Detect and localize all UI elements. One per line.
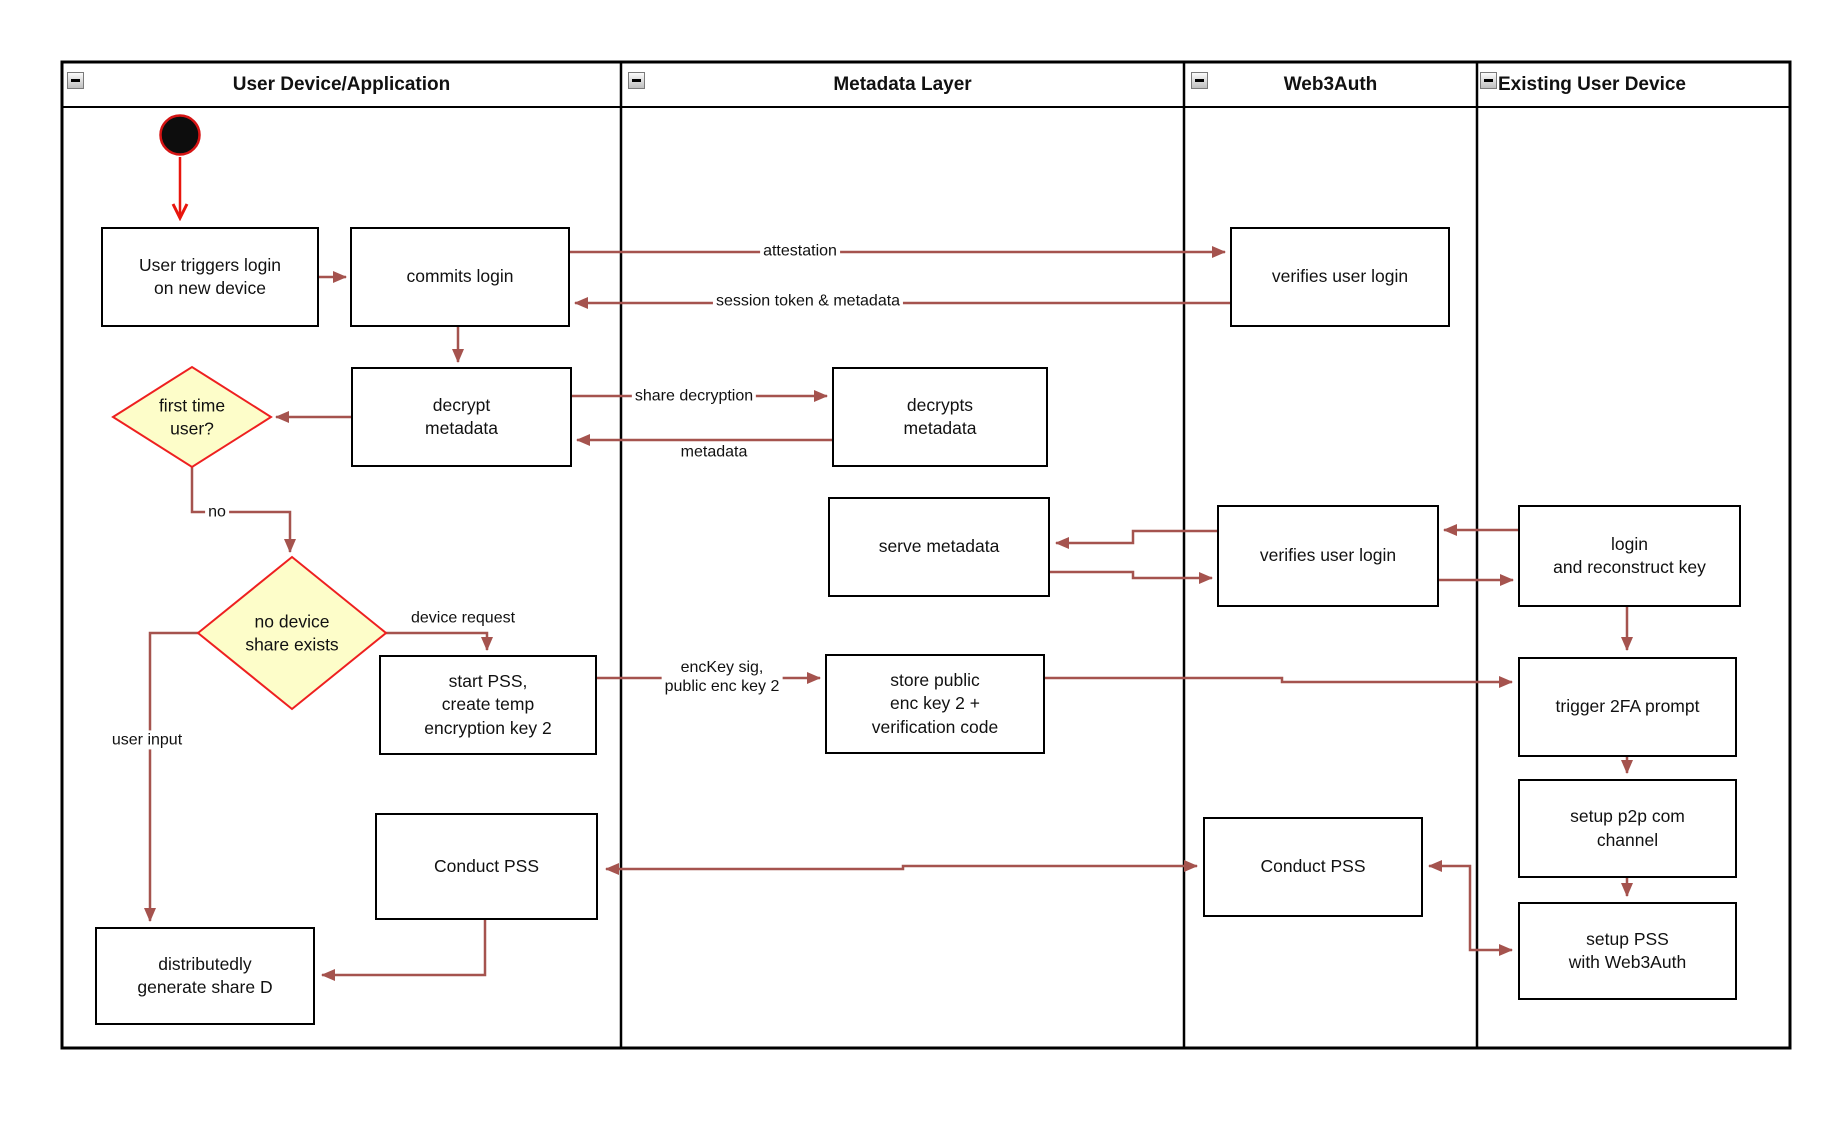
edge-verifies2-to-serve	[1055, 529, 1217, 549]
node-decrypts-metadata: decrypts metadata	[832, 367, 1048, 467]
node-conduct-pss-user-device: Conduct PSS	[375, 813, 598, 920]
node-serve-metadata: serve metadata	[828, 497, 1050, 597]
diagram-border	[60, 60, 1792, 1050]
edge-user-input	[144, 631, 198, 922]
minus-icon	[1484, 79, 1493, 82]
edge-conduct-pss-link	[605, 860, 1198, 875]
edge-label-session-token: session token & metadata	[712, 291, 904, 311]
initial-state-node	[159, 114, 201, 156]
edge-label-device-request: device request	[407, 608, 519, 628]
decision-first-time-user	[111, 365, 273, 469]
node-trigger-2fa-prompt: trigger 2FA prompt	[1518, 657, 1737, 757]
lane-header-existing-device: Existing User Device	[1498, 74, 1686, 95]
minus-icon	[632, 79, 641, 82]
lane-header-user-device: User Device/Application	[232, 74, 451, 95]
edge-serve-to-verifies2	[1050, 570, 1213, 584]
node-decrypt-metadata: decrypt metadata	[351, 367, 572, 467]
edge-label-no: no	[205, 502, 229, 522]
collapse-lane-button-metadata-layer[interactable]	[628, 72, 645, 89]
node-conduct-pss-web3auth: Conduct PSS	[1203, 817, 1423, 917]
lane-header-metadata-layer: Metadata Layer	[833, 74, 972, 95]
decision-no-device-share	[196, 555, 388, 711]
node-user-triggers-login: User triggers login on new device	[101, 227, 319, 327]
collapse-lane-button-web3auth[interactable]	[1191, 72, 1208, 89]
decision-label-no-device-share: no device share exists	[245, 611, 339, 654]
node-setup-pss-web3auth: setup PSS with Web3Auth	[1518, 902, 1737, 1000]
node-login-reconstruct-key: login and reconstruct key	[1518, 505, 1741, 607]
node-verifies-user-login-1: verifies user login	[1230, 227, 1450, 327]
lane-header-web3auth: Web3Auth	[1283, 74, 1378, 95]
collapse-lane-button-user-device[interactable]	[67, 72, 84, 89]
edge-store-to-trigger-2fa	[1045, 676, 1513, 688]
node-setup-p2p-channel: setup p2p com channel	[1518, 779, 1737, 878]
node-generate-share-d: distributedly generate share D	[95, 927, 315, 1025]
edge-device-request	[386, 631, 493, 651]
node-start-pss: start PSS, create temp encryption key 2	[379, 655, 597, 755]
edge-label-metadata: metadata	[677, 442, 751, 462]
node-commits-login: commits login	[350, 227, 570, 327]
minus-icon	[1195, 79, 1204, 82]
edge-label-user-input: user input	[108, 730, 186, 750]
decision-label-first-time-user: first time user?	[158, 395, 226, 438]
node-verifies-user-login-2: verifies user login	[1217, 505, 1439, 607]
minus-icon	[71, 79, 80, 82]
edge-label-share-decryption: share decryption	[631, 386, 757, 406]
edge-conduct-web3auth-setup-pss	[1428, 860, 1513, 956]
edge-label-attestation: attestation	[760, 241, 840, 261]
edge-label-enckey: encKey sig, public enc key 2	[661, 657, 783, 697]
edge-conduct-to-generate-share	[321, 920, 487, 981]
node-store-public-enc-key: store public enc key 2 + verification co…	[825, 654, 1045, 754]
collapse-lane-button-existing-device[interactable]	[1480, 72, 1497, 89]
edge-no-branch	[190, 467, 296, 553]
